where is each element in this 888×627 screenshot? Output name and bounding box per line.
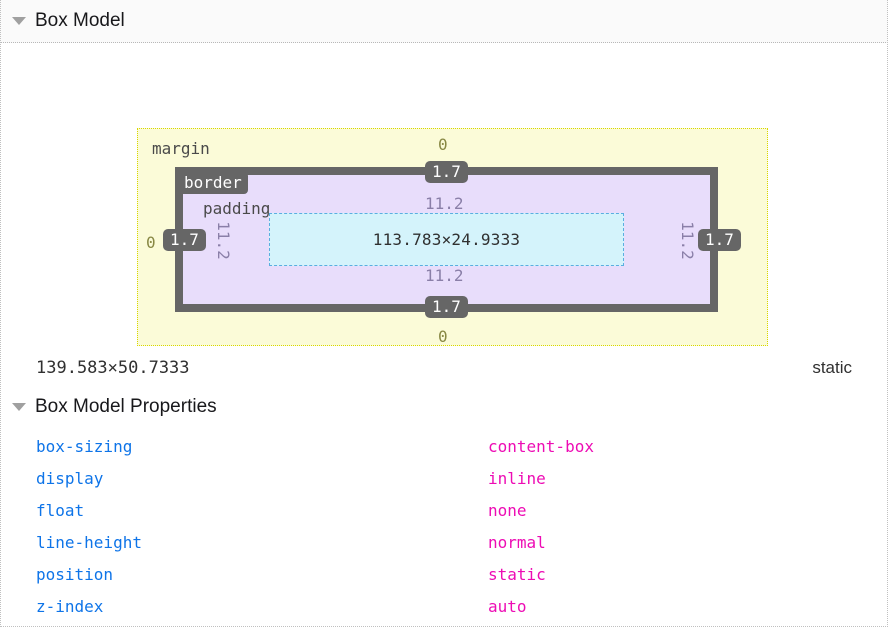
padding-region[interactable]: 113.783×24.9333 [183, 175, 710, 304]
margin-bottom-value[interactable]: 0 [438, 327, 448, 346]
margin-region-label: margin [152, 139, 210, 158]
property-name: display [36, 468, 104, 488]
box-model-properties-header[interactable]: Box Model Properties [0, 396, 888, 418]
property-value[interactable]: auto [488, 596, 527, 616]
padding-region-label: padding [203, 199, 271, 218]
padding-right-value[interactable]: 11.2 [677, 221, 697, 260]
border-bottom-value[interactable]: 1.7 [425, 296, 468, 318]
content-size-label: 113.783×24.9333 [372, 230, 521, 249]
property-row[interactable]: display inline [0, 462, 888, 494]
property-row[interactable]: float none [0, 494, 888, 526]
triangle-down-icon[interactable] [12, 17, 26, 25]
property-row[interactable]: line-height normal [0, 526, 888, 558]
box-model-panel-header[interactable]: Box Model [0, 0, 888, 43]
padding-top-value[interactable]: 11.2 [425, 194, 464, 213]
border-top-value[interactable]: 1.7 [425, 161, 468, 183]
content-region[interactable]: 113.783×24.9333 [269, 213, 624, 266]
border-region[interactable]: 113.783×24.9333 [175, 167, 718, 312]
margin-top-value[interactable]: 0 [438, 135, 448, 154]
property-value[interactable]: normal [488, 532, 546, 552]
property-value[interactable]: content-box [488, 436, 594, 456]
border-region-label: border [178, 172, 248, 194]
property-name: position [36, 564, 114, 584]
page-title: Box Model [35, 10, 125, 31]
margin-left-value[interactable]: 0 [146, 233, 156, 252]
box-model-properties-title: Box Model Properties [35, 396, 217, 417]
property-row[interactable]: box-sizing content-box [0, 430, 888, 462]
element-position-label: static [812, 358, 852, 377]
property-name: float [36, 500, 85, 520]
property-name: line-height [36, 532, 142, 552]
page-edge-left [0, 0, 2, 627]
padding-bottom-value[interactable]: 11.2 [425, 266, 464, 285]
property-value[interactable]: inline [488, 468, 546, 488]
property-row[interactable]: position static [0, 558, 888, 590]
property-name: z-index [36, 596, 104, 616]
property-row[interactable]: z-index auto [0, 590, 888, 622]
element-summary-row: 139.583×50.7333 static [0, 358, 888, 378]
border-left-value[interactable]: 1.7 [163, 229, 206, 251]
property-value[interactable]: none [488, 500, 527, 520]
border-right-value[interactable]: 1.7 [698, 229, 741, 251]
element-size-label: 139.583×50.7333 [36, 358, 190, 378]
box-model-diagram: 113.783×24.9333 0 0 0 0 1.7 1.7 1.7 1.7 … [0, 43, 888, 346]
padding-left-value[interactable]: 11.2 [213, 221, 233, 260]
box-model-properties-list: box-sizing content-box display inline float n… [0, 430, 888, 622]
triangle-down-icon[interactable] [12, 403, 26, 411]
property-value[interactable]: static [488, 564, 546, 584]
property-name: box-sizing [36, 436, 133, 456]
